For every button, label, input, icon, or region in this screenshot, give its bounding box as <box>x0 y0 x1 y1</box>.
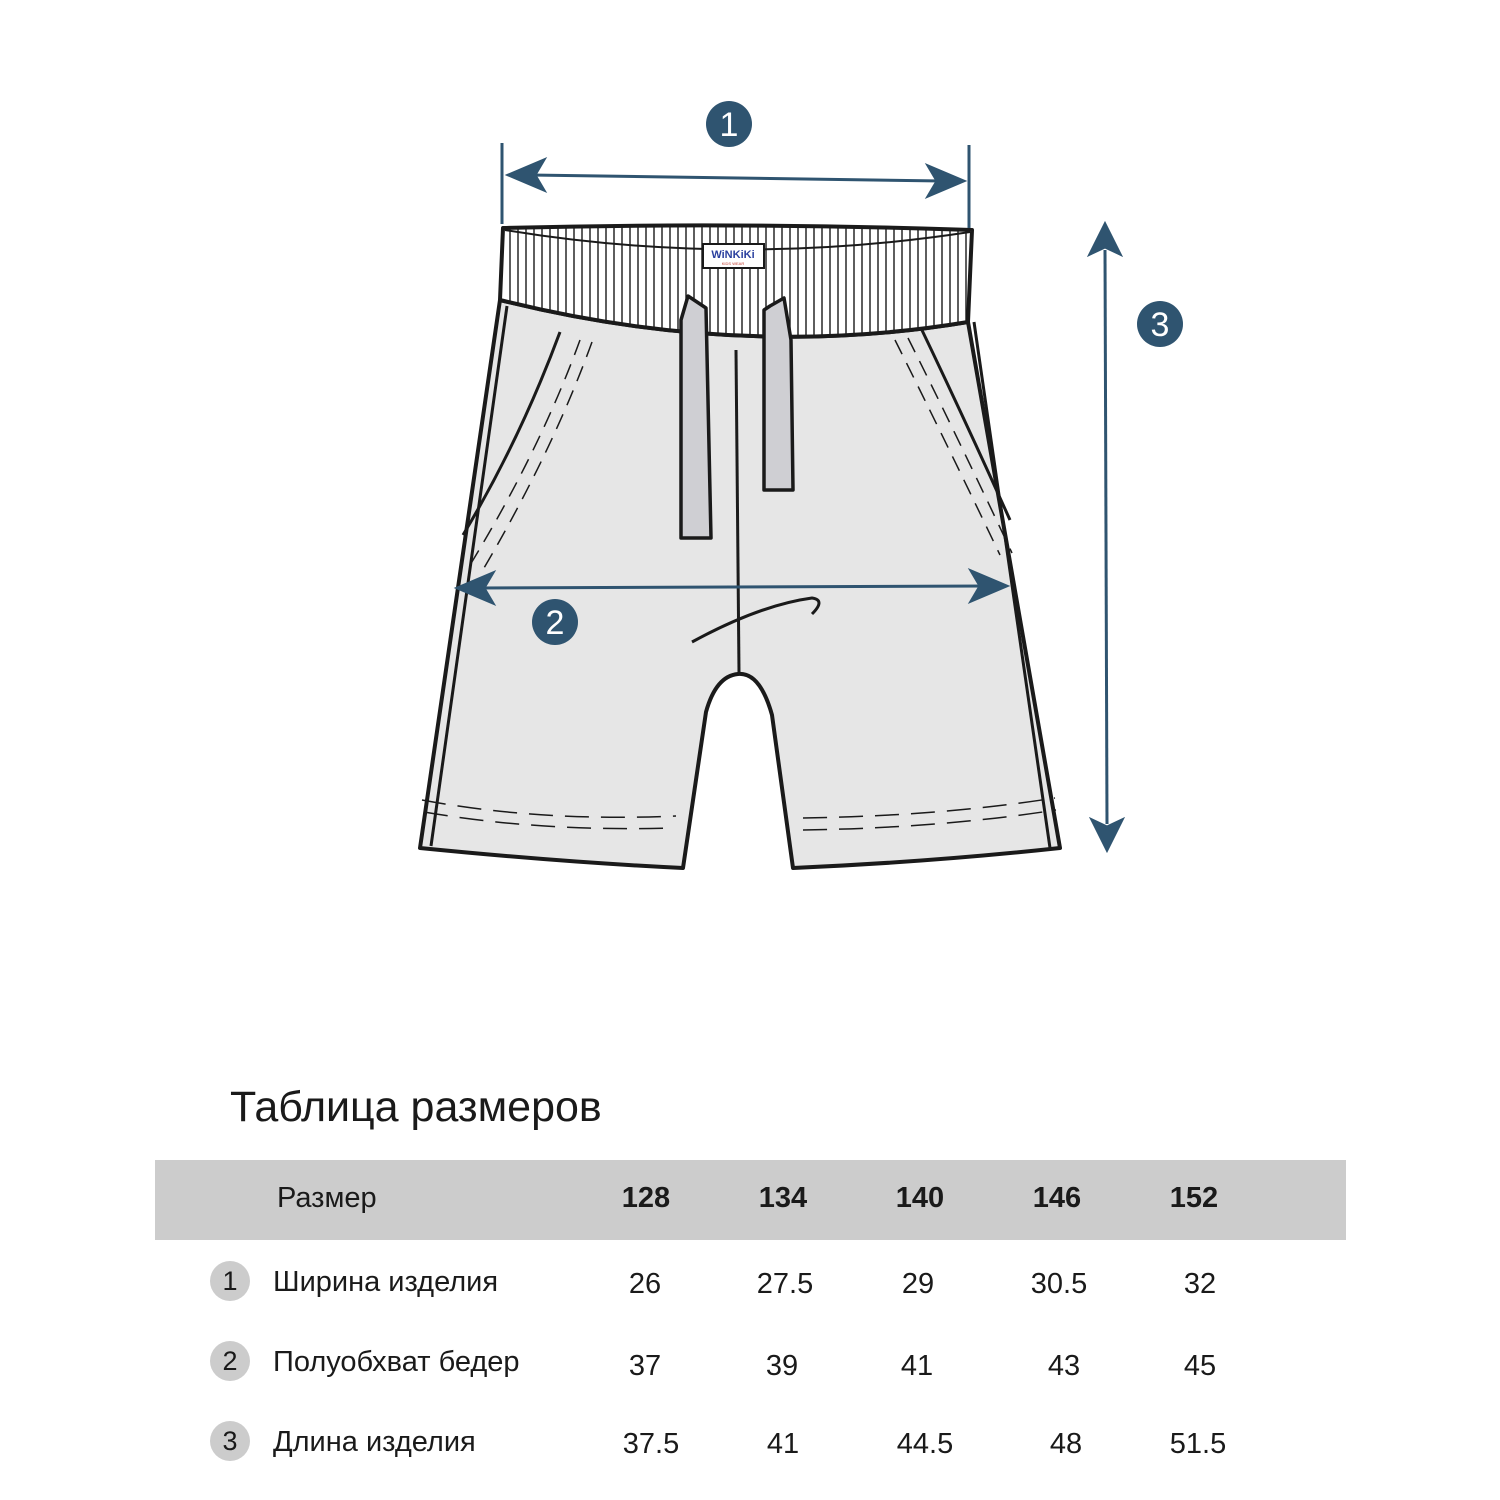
size-column-128: 128 <box>621 1182 671 1214</box>
table-cell: 41 <box>766 1428 800 1460</box>
size-column-134: 134 <box>758 1182 808 1214</box>
table-cell: 29 <box>901 1268 935 1300</box>
size-table-title: Таблица размеров <box>230 1083 602 1131</box>
shorts-body <box>418 298 1062 870</box>
size-table-header: Размер 128 134 140 146 152 <box>155 1160 1346 1240</box>
table-cell: 37 <box>628 1350 662 1382</box>
size-column-140: 140 <box>895 1182 945 1214</box>
marker-3: 3 <box>1137 301 1183 347</box>
row-number-badge: 3 <box>210 1421 250 1461</box>
brand-label-text: WiNKiKi <box>711 249 754 261</box>
table-cell: 43 <box>1047 1350 1081 1382</box>
size-column-146: 146 <box>1032 1182 1082 1214</box>
table-row-hip: 2 Полуобхват бедер 37 39 41 43 45 <box>155 1340 1346 1420</box>
width-arrow <box>504 156 968 200</box>
table-cell: 39 <box>765 1350 799 1382</box>
marker-1-label: 1 <box>720 106 739 144</box>
row-label: Ширина изделия <box>273 1266 499 1298</box>
marker-1: 1 <box>706 101 752 147</box>
row-number-badge: 2 <box>210 1341 250 1381</box>
length-arrow <box>1086 220 1126 854</box>
marker-3-label: 3 <box>1151 306 1170 344</box>
table-cell: 37.5 <box>622 1428 680 1460</box>
brand-label: WiNKiKi KIDS WEAR <box>702 243 765 269</box>
table-cell: 30.5 <box>1030 1268 1088 1300</box>
row-number-badge: 1 <box>210 1261 250 1301</box>
row-label: Длина изделия <box>273 1426 476 1458</box>
table-row-length: 3 Длина изделия 37.5 41 44.5 48 51.5 <box>155 1420 1346 1500</box>
size-column-152: 152 <box>1169 1182 1219 1214</box>
table-cell: 26 <box>628 1268 662 1300</box>
table-cell: 45 <box>1183 1350 1217 1382</box>
table-cell: 27.5 <box>756 1268 814 1300</box>
brand-label-subtext: KIDS WEAR <box>722 261 745 266</box>
row-label: Полуобхват бедер <box>273 1346 520 1378</box>
shorts-measurement-diagram: WiNKiKi KIDS WEAR 1 2 <box>418 101 1183 870</box>
table-cell: 32 <box>1183 1268 1217 1300</box>
size-header-label: Размер <box>277 1182 377 1214</box>
marker-2-label: 2 <box>546 604 565 642</box>
drawstrings <box>679 294 795 540</box>
table-cell: 48 <box>1049 1428 1083 1460</box>
hip-arrow <box>453 567 1011 607</box>
table-cell: 41 <box>900 1350 934 1382</box>
measure-lines <box>453 143 1126 854</box>
table-cell: 51.5 <box>1169 1428 1227 1460</box>
table-cell: 44.5 <box>896 1428 954 1460</box>
marker-2: 2 <box>532 599 578 645</box>
waistband <box>498 223 974 339</box>
table-row-width: 1 Ширина изделия 26 27.5 29 30.5 32 <box>155 1260 1346 1340</box>
